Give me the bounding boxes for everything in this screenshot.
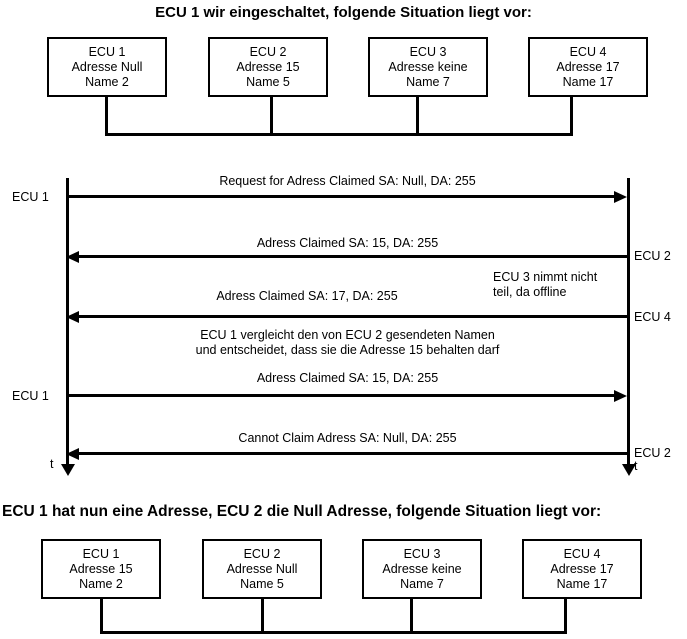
message-arrowhead-5 bbox=[66, 448, 79, 460]
bus-stem-bottom-2 bbox=[261, 598, 264, 634]
note-line-1: ECU 3 nimmt nicht bbox=[493, 270, 598, 284]
ecu-address: Adresse keine bbox=[382, 561, 462, 576]
ecu-id: Name 5 bbox=[240, 576, 284, 591]
page-title-bottom: ECU 1 hat nun eine Adresse, ECU 2 die Nu… bbox=[2, 503, 602, 520]
ecu-name: ECU 3 bbox=[403, 546, 441, 561]
message-line-3 bbox=[78, 315, 628, 318]
ecu-box-top-1: ECU 1 Adresse Null Name 2 bbox=[47, 37, 167, 97]
message-label-3: Adress Claimed SA: 17, DA: 255 bbox=[216, 289, 398, 303]
ecu-name: ECU 3 bbox=[409, 44, 447, 59]
lifeline-left-label-1: ECU 1 bbox=[12, 190, 49, 204]
ecu-box-bottom-3: ECU 3 Adresse keine Name 7 bbox=[362, 539, 482, 599]
ecu-address: Adresse 15 bbox=[69, 561, 133, 576]
lifeline-right-label-3: ECU 2 bbox=[634, 446, 671, 460]
bus-stem-top-3 bbox=[416, 96, 419, 136]
lifeline-right bbox=[627, 178, 630, 468]
bus-line-bottom bbox=[100, 631, 567, 634]
message-line-2 bbox=[78, 255, 628, 258]
bus-stem-top-2 bbox=[270, 96, 273, 136]
message-arrowhead-2 bbox=[66, 251, 79, 263]
time-axis-label-left: t bbox=[50, 457, 54, 471]
ecu-id: Name 7 bbox=[400, 576, 444, 591]
ecu-name: ECU 4 bbox=[563, 546, 601, 561]
ecu-id: Name 2 bbox=[85, 74, 129, 89]
ecu-id: Name 5 bbox=[246, 74, 290, 89]
message-arrowhead-1 bbox=[614, 191, 627, 203]
message-label-5: Cannot Claim Adress SA: Null, DA: 255 bbox=[238, 431, 457, 445]
ecu-box-top-3: ECU 3 Adresse keine Name 7 bbox=[368, 37, 488, 97]
message-label-4: Adress Claimed SA: 15, DA: 255 bbox=[256, 371, 439, 385]
ecu-address: Adresse 17 bbox=[556, 59, 620, 74]
ecu-box-bottom-1: ECU 1 Adresse 15 Name 2 bbox=[41, 539, 161, 599]
ecu-id: Name 2 bbox=[79, 576, 123, 591]
ecu-box-top-2: ECU 2 Adresse 15 Name 5 bbox=[208, 37, 328, 97]
bus-line-top bbox=[105, 133, 573, 136]
ecu-name: ECU 1 bbox=[88, 44, 126, 59]
page-title-top: ECU 1 wir eingeschaltet, folgende Situat… bbox=[155, 4, 532, 21]
message-line-1 bbox=[67, 195, 617, 198]
ecu-address: Adresse 17 bbox=[550, 561, 614, 576]
message-arrowhead-3 bbox=[66, 311, 79, 323]
time-axis-label-right: t bbox=[634, 459, 638, 473]
lifeline-left-label-2: ECU 1 bbox=[12, 389, 49, 403]
lifeline-left bbox=[66, 178, 69, 468]
lifeline-right-label-1: ECU 2 bbox=[634, 249, 671, 263]
message-line-4 bbox=[67, 394, 617, 397]
ecu-address: Adresse Null bbox=[71, 59, 143, 74]
ecu-name: ECU 4 bbox=[569, 44, 607, 59]
message-label-1: Request for Adress Claimed SA: Null, DA:… bbox=[219, 174, 476, 188]
ecu-id: Name 17 bbox=[562, 74, 614, 89]
message-line-5 bbox=[78, 452, 628, 455]
note-line-2: teil, da offline bbox=[493, 285, 567, 299]
bus-stem-bottom-4 bbox=[564, 598, 567, 634]
lifeline-left-arrowhead bbox=[61, 464, 75, 476]
ecu-name: ECU 2 bbox=[243, 546, 281, 561]
ecu-address: Adresse 15 bbox=[236, 59, 300, 74]
ecu-box-bottom-4: ECU 4 Adresse 17 Name 17 bbox=[522, 539, 642, 599]
ecu-id: Name 7 bbox=[406, 74, 450, 89]
note-ecu3-offline: ECU 3 nimmt nicht teil, da offline bbox=[493, 270, 627, 300]
note-name-compare: ECU 1 vergleicht den von ECU 2 gesendete… bbox=[67, 328, 628, 358]
ecu-address: Adresse keine bbox=[388, 59, 468, 74]
lifeline-right-arrowhead bbox=[622, 464, 636, 476]
ecu-address: Adresse Null bbox=[226, 561, 298, 576]
note-line-2: und entscheidet, dass sie die Adresse 15… bbox=[195, 343, 500, 357]
lifeline-right-label-2: ECU 4 bbox=[634, 310, 671, 324]
ecu-id: Name 17 bbox=[556, 576, 608, 591]
message-label-2: Adress Claimed SA: 15, DA: 255 bbox=[256, 236, 439, 250]
bus-stem-bottom-3 bbox=[410, 598, 413, 634]
bus-stem-top-1 bbox=[105, 96, 108, 136]
message-arrowhead-4 bbox=[614, 390, 627, 402]
ecu-name: ECU 2 bbox=[249, 44, 287, 59]
bus-stem-top-4 bbox=[570, 96, 573, 136]
bus-stem-bottom-1 bbox=[100, 598, 103, 634]
ecu-name: ECU 1 bbox=[82, 546, 120, 561]
ecu-box-top-4: ECU 4 Adresse 17 Name 17 bbox=[528, 37, 648, 97]
note-line-1: ECU 1 vergleicht den von ECU 2 gesendete… bbox=[200, 328, 495, 342]
ecu-box-bottom-2: ECU 2 Adresse Null Name 5 bbox=[202, 539, 322, 599]
